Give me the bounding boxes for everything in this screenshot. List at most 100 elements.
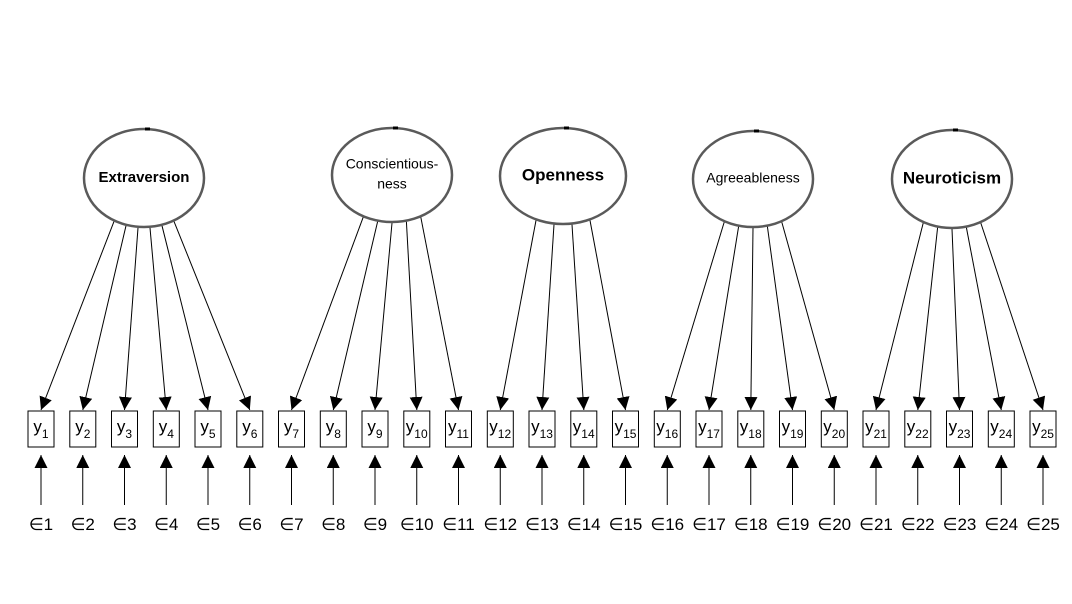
error-term-2: ∈2: [71, 455, 95, 534]
error-term-23: ∈23: [943, 455, 977, 534]
loading-arrow-neuroticism-y23: [951, 228, 966, 411]
indicator-subscript: 25: [1041, 427, 1055, 441]
indicator-box: [69, 410, 97, 448]
error-label: ∈19: [776, 515, 810, 534]
error-term-7: ∈7: [279, 455, 304, 534]
indicator-base: y: [200, 417, 209, 436]
indicator-subscript: 2: [84, 427, 91, 441]
loading-arrow-extraversion-y6: [173, 221, 251, 411]
loading-arrow-conscientiousness-y7: [289, 217, 364, 411]
indicator-label: y7: [284, 417, 300, 441]
error-label: ∈18: [734, 515, 768, 534]
factor-ellipse: [691, 129, 815, 229]
factor-label: Openness: [522, 165, 604, 184]
indicator-label: y19: [782, 417, 804, 441]
indicator-base: y: [159, 417, 168, 436]
indicator-label: y5: [200, 417, 216, 441]
indicator-subscript: 8: [334, 427, 341, 441]
factor-ellipse: [890, 128, 1014, 230]
indicator-y16: y16: [653, 410, 681, 448]
error-term-6: ∈6: [238, 455, 262, 534]
indicator-y5: y5: [194, 410, 222, 448]
loading-arrow-neuroticism-y24: [965, 227, 1006, 411]
indicator-y19: y19: [779, 410, 806, 448]
indicator-box: [486, 410, 514, 448]
error-label: ∈23: [943, 515, 977, 534]
loading-arrow-agreeableness-y16: [664, 221, 725, 411]
indicator-subscript: 22: [915, 427, 929, 441]
error-label: ∈2: [71, 515, 95, 534]
error-term-1: ∈1: [29, 455, 53, 534]
loading-arrow-conscientiousness-y11: [420, 217, 463, 411]
error-label: ∈25: [1026, 515, 1060, 534]
indicator-subscript: 21: [874, 427, 888, 441]
indicator-base: y: [33, 417, 42, 436]
error-label: ∈4: [154, 515, 178, 534]
factor-label: Extraversion: [99, 169, 190, 186]
indicator-subscript: 9: [376, 427, 383, 441]
indicator-label: y9: [367, 417, 383, 441]
error-term-14: ∈14: [567, 455, 601, 534]
factor-ellipse: [82, 127, 206, 229]
indicator-box: [904, 410, 932, 448]
indicator-y2: y2: [69, 410, 97, 448]
loading-arrow-neuroticism-y25: [980, 222, 1046, 411]
indicator-base: y: [448, 417, 457, 436]
indicator-base: y: [656, 417, 665, 436]
indicator-box: [946, 410, 973, 448]
error-term-5: ∈5: [196, 455, 220, 534]
indicator-y10: y10: [403, 410, 431, 448]
error-label: ∈12: [483, 515, 517, 534]
loading-arrow-extraversion-y4: [149, 227, 172, 411]
indicator-box: [528, 410, 556, 448]
error-label: ∈8: [321, 515, 345, 534]
indicator-base: y: [990, 417, 999, 436]
factor-agreeableness: Agreeableness: [691, 129, 815, 229]
error-term-19: ∈19: [776, 455, 810, 534]
loading-arrow-extraversion-y3: [118, 227, 139, 411]
indicator-box: [194, 410, 222, 448]
error-label: ∈15: [609, 515, 643, 534]
indicator-y6: y6: [236, 410, 264, 448]
loading-arrow-agreeableness-y17: [704, 226, 740, 411]
indicator-label: y23: [949, 417, 971, 441]
indicator-box: [695, 410, 723, 448]
indicator-base: y: [823, 417, 832, 436]
error-term-4: ∈4: [154, 455, 178, 534]
error-term-10: ∈10: [400, 455, 434, 534]
indicator-label: y25: [1032, 417, 1054, 441]
error-term-3: ∈3: [112, 455, 137, 534]
indicator-y12: y12: [486, 410, 514, 448]
error-term-13: ∈13: [525, 455, 559, 534]
indicator-base: y: [782, 417, 791, 436]
indicator-label: y22: [907, 417, 929, 441]
indicator-subscript: 19: [790, 427, 804, 441]
indicator-label: y20: [823, 417, 845, 441]
indicator-label: y2: [75, 417, 91, 441]
indicator-subscript: 24: [999, 427, 1013, 441]
error-term-11: ∈11: [442, 455, 475, 534]
indicator-box: [570, 410, 598, 448]
indicator-subscript: 5: [209, 427, 216, 441]
loading-arrow-extraversion-y5: [161, 225, 212, 411]
indicator-subscript: 12: [498, 427, 512, 441]
indicator-y24: y24: [987, 410, 1015, 448]
error-label: ∈10: [400, 515, 434, 534]
indicator-label: y10: [406, 417, 428, 441]
indicator-base: y: [615, 417, 624, 436]
indicator-y22: y22: [904, 410, 932, 448]
indicator-label: y6: [242, 417, 258, 441]
loading-arrow-neuroticism-y21: [872, 222, 924, 411]
indicator-box: [862, 410, 890, 448]
error-label: ∈13: [525, 515, 559, 534]
indicator-subscript: 20: [832, 427, 846, 441]
indicator-subscript: 4: [167, 427, 174, 441]
indicator-subscript: 18: [748, 427, 762, 441]
loading-arrow-neuroticism-y22: [912, 227, 939, 411]
factor-label: Agreeableness: [706, 170, 799, 186]
indicator-y14: y14: [570, 410, 598, 448]
indicator-box: [361, 410, 389, 448]
indicator-subscript: 7: [292, 427, 299, 441]
